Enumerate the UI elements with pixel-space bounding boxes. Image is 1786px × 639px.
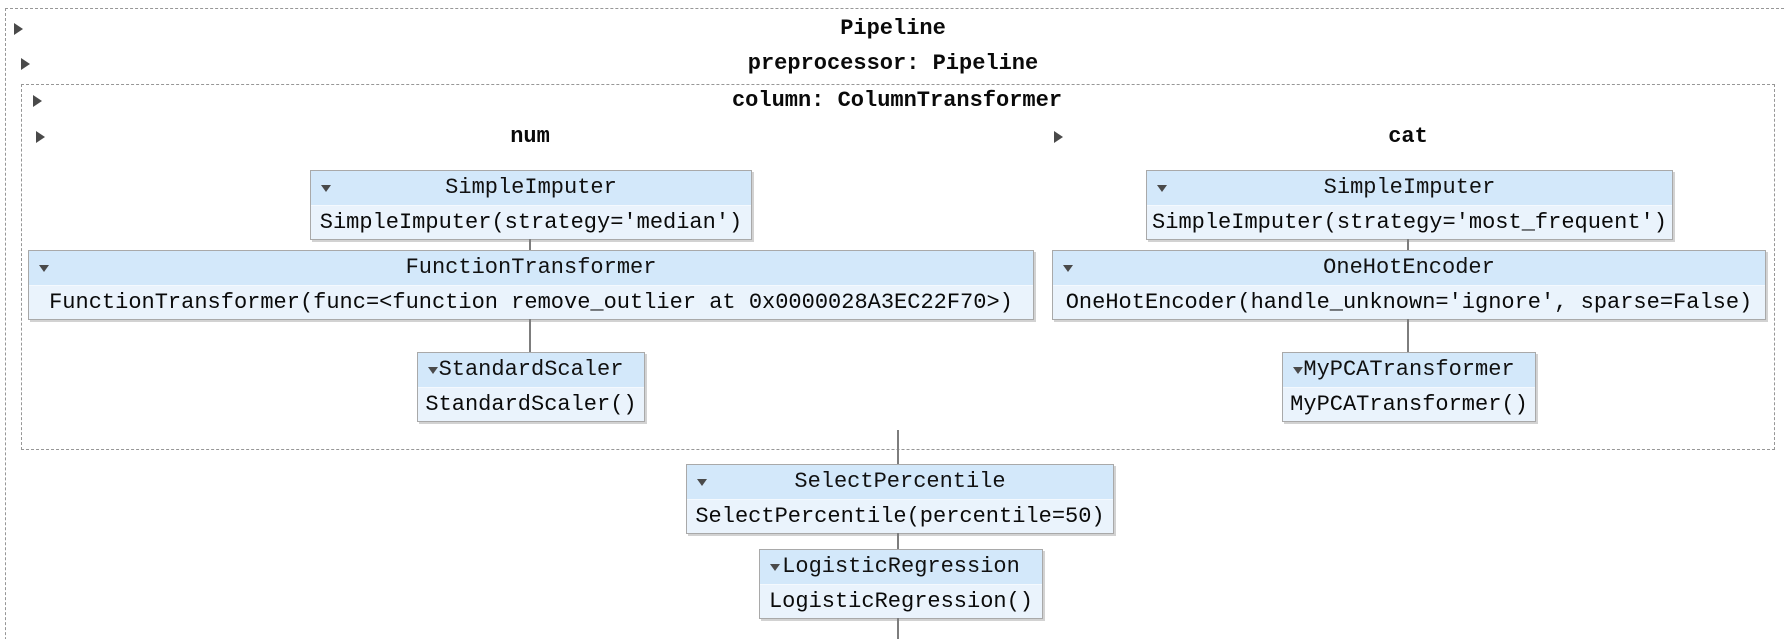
estimator-title: SimpleImputer [1323,175,1496,200]
estimator-box-standardscaler: StandardScaler StandardScaler() [417,352,645,422]
pipeline-collapse-icon[interactable] [14,23,23,35]
collapse-toggle-icon[interactable] [1063,265,1073,272]
collapse-toggle-icon[interactable] [697,479,707,486]
estimator-params: SimpleImputer(strategy='median') [311,206,751,239]
estimator-title: SelectPercentile [794,469,1006,494]
estimator-params: SimpleImputer(strategy='most_frequent') [1147,206,1672,239]
collapse-toggle-icon[interactable] [1293,367,1303,374]
estimator-title: OneHotEncoder [1323,255,1495,280]
estimator-box-selectpercentile: SelectPercentile SelectPercentile(percen… [686,464,1114,534]
cat-column-label[interactable]: cat [1388,124,1428,149]
connector-line [529,319,531,352]
estimator-box-logisticregression: LogisticRegression LogisticRegression() [759,549,1043,619]
estimator-box-simpleimputer-num: SimpleImputer SimpleImputer(strategy='me… [310,170,752,240]
estimator-header-simpleimputer-num[interactable]: SimpleImputer [311,171,751,206]
estimator-box-functiontransformer: FunctionTransformer FunctionTransformer(… [28,250,1034,320]
estimator-header-selectpercentile[interactable]: SelectPercentile [687,465,1113,500]
estimator-header-simpleimputer-cat[interactable]: SimpleImputer [1147,171,1672,206]
collapse-toggle-icon[interactable] [770,564,780,571]
estimator-params: FunctionTransformer(func=<function remov… [29,286,1033,319]
estimator-params: SelectPercentile(percentile=50) [687,500,1113,533]
estimator-box-simpleimputer-cat: SimpleImputer SimpleImputer(strategy='mo… [1146,170,1673,240]
connector-line [1407,319,1409,352]
estimator-header-functiontransformer[interactable]: FunctionTransformer [29,251,1033,286]
estimator-title: SimpleImputer [445,175,617,200]
connector-line [897,430,899,464]
estimator-title: StandardScaler [438,357,624,382]
collapse-toggle-icon[interactable] [39,265,49,272]
pipeline-container [5,8,1786,639]
connector-line [897,533,899,549]
estimator-header-mypcatransformer[interactable]: MyPCATransformer [1283,353,1535,388]
estimator-box-mypcatransformer: MyPCATransformer MyPCATransformer() [1282,352,1536,422]
estimator-params: MyPCATransformer() [1283,388,1535,421]
collapse-toggle-icon[interactable] [1157,185,1167,192]
connector-line [1407,239,1409,251]
estimator-title: FunctionTransformer [405,255,657,280]
preprocessor-label[interactable]: preprocessor: Pipeline [747,51,1039,76]
collapse-toggle-icon[interactable] [321,185,331,192]
estimator-params: OneHotEncoder(handle_unknown='ignore', s… [1053,286,1765,319]
estimator-header-standardscaler[interactable]: StandardScaler [418,353,644,388]
estimator-title: LogisticRegression [782,554,1020,579]
num-column-collapse-icon[interactable] [36,131,45,143]
estimator-params: StandardScaler() [418,388,644,421]
preprocessor-collapse-icon[interactable] [21,58,30,70]
pipeline-title[interactable]: Pipeline [840,16,946,41]
estimator-header-logisticregression[interactable]: LogisticRegression [760,550,1042,585]
num-column-label[interactable]: num [510,124,550,149]
estimator-header-onehotencoder[interactable]: OneHotEncoder [1053,251,1765,286]
cat-column-collapse-icon[interactable] [1054,131,1063,143]
connector-line [897,618,899,639]
estimator-box-onehotencoder: OneHotEncoder OneHotEncoder(handle_unkno… [1052,250,1766,320]
column-transformer-collapse-icon[interactable] [33,95,42,107]
column-transformer-label[interactable]: column: ColumnTransformer [731,88,1063,113]
estimator-params: LogisticRegression() [760,585,1042,618]
collapse-toggle-icon[interactable] [428,367,438,374]
estimator-title: MyPCATransformer [1303,357,1515,382]
connector-line [529,239,531,251]
